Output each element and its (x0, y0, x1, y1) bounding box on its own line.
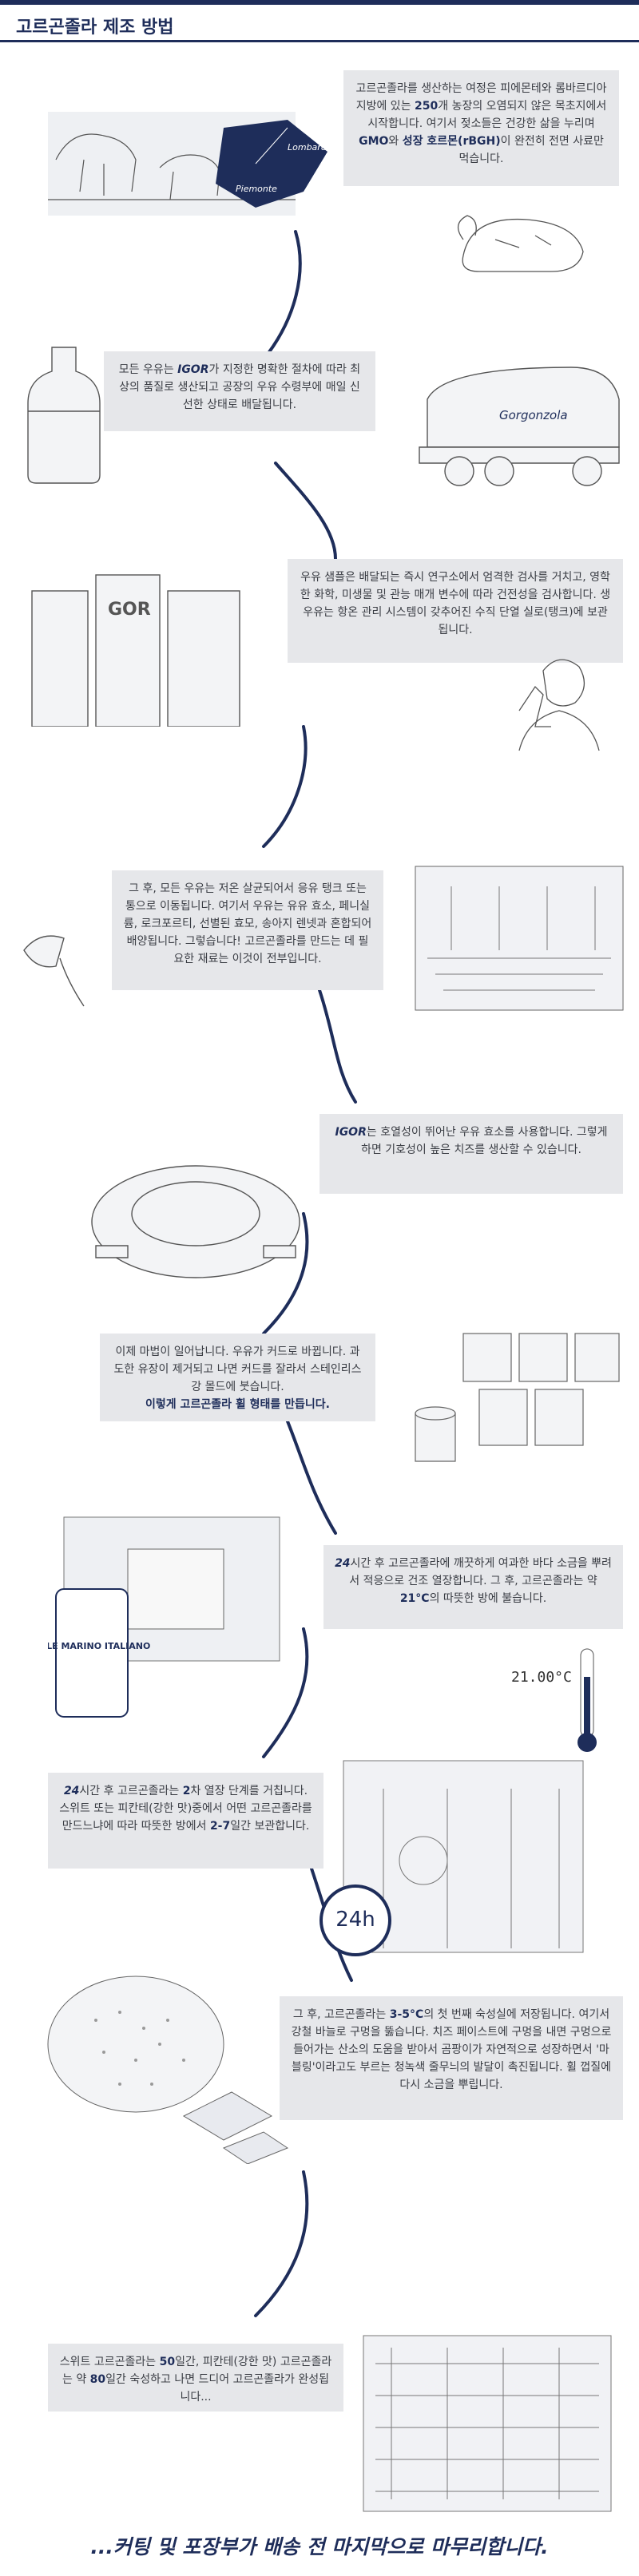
timer-24h-icon: 24h (320, 1884, 391, 1956)
aging-cellar-racks-illustration (363, 2335, 612, 2512)
page-title: 고르곤졸라 제조 방법 (16, 18, 174, 38)
step-8-text: 24시간 후 고르곤졸라는 2차 열장 단계를 거칩니다. 스위트 또는 피칸테… (48, 1773, 323, 1869)
step-4-text: 그 후, 모든 우유는 저온 살균되어서 응유 탱크 또는 통으로 이동됩니다.… (112, 870, 383, 990)
resting-cow-illustration (458, 215, 584, 272)
pierced-cheese-wheel-illustration (47, 1976, 289, 2164)
milk-silos-illustration: GOR (31, 574, 240, 727)
step-1-text: 고르곤졸라를 생산하는 여정은 피에몬테와 롬바르디아 지방에 있는 250개 … (343, 70, 619, 186)
step-3-text: 우유 샘플은 배달되는 즉시 연구소에서 엄격한 검사를 거치고, 영학한 화학… (288, 559, 623, 663)
step-6-text: 이제 마법이 일어납니다. 우유가 커드로 바뀝니다. 과도한 유장이 제거되고… (100, 1334, 375, 1421)
curd-vat-room-illustration (415, 866, 624, 1011)
footer-caption: ...커팅 및 포장부가 배송 전 마지막으로 마무리합니다. (90, 2535, 549, 2558)
milk-tanker-truck-illustration: Gorgonzola (419, 367, 620, 486)
milk-tank-hatch-illustration (91, 1165, 300, 1278)
cheese-molds-illustration (415, 1333, 620, 1462)
top-bar (0, 0, 639, 5)
map-label-piemonte: Piemonte (236, 184, 277, 194)
step-10-text: 스위트 고르곤졸라는 50일간, 피칸테(강한 맛) 고르곤졸라는 약 80일간… (48, 2344, 343, 2412)
milk-can-illustration (27, 347, 101, 484)
silo-brand-label: GOR (108, 600, 151, 620)
scientist-microscope-illustration (518, 659, 600, 751)
step-5-text: IGOR는 호열성이 뛰어난 우유 효소를 사용합니다. 그렇게 하면 기호성이… (320, 1114, 623, 1194)
header-divider (0, 40, 639, 42)
thermometer-icon (577, 1648, 597, 1752)
step-2-text: 모든 우유는 IGOR가 지정한 명확한 절차에 따라 최상의 품질로 생산되고… (104, 351, 375, 431)
salt-jar-label: SALE MARINO ITALIANO (48, 1641, 150, 1651)
map-label-lombardia: Lombardia (288, 142, 335, 153)
tanker-brand-label: Gorgonzola (499, 408, 568, 422)
thermometer-readout: 21.00°C (511, 1669, 572, 1686)
step-7-text: 24시간 후 고르곤졸라에 깨끗하게 여과한 바다 소금을 뿌려서 적응으로 건… (323, 1545, 623, 1629)
salted-cheese-wheel-illustration: SALE MARINO ITALIANO (48, 1516, 280, 1718)
step-9-text: 그 후, 고르곤졸라는 3-5°C의 첫 번째 숙성실에 저장됩니다. 여기서 … (280, 1996, 623, 2120)
pouring-milk-illustration (23, 935, 85, 1007)
cows-pasture-map-illustration: Lombardia Piemonte (48, 112, 335, 216)
